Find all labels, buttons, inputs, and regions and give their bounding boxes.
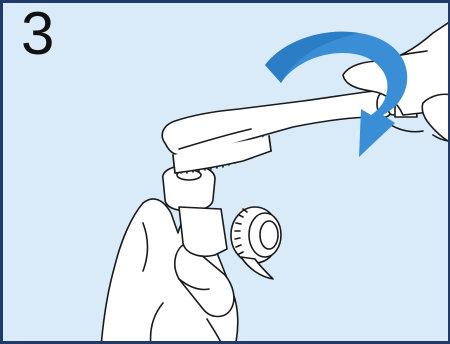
illustration [3, 3, 450, 344]
